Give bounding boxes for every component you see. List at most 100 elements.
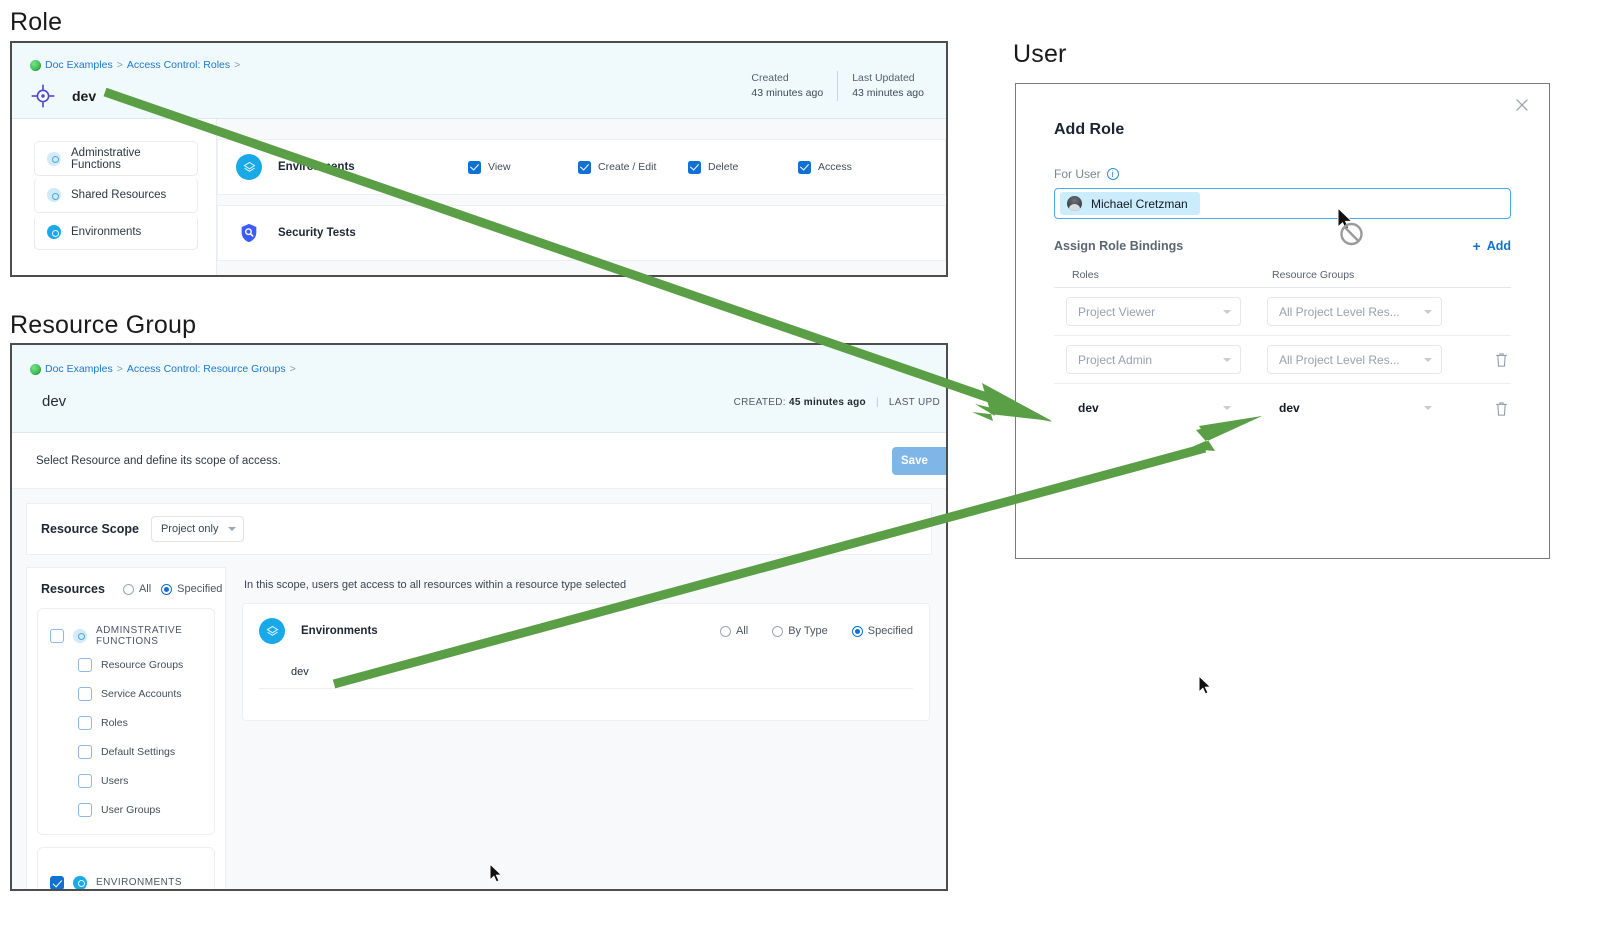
breadcrumb-section[interactable]: Access Control: Resource Groups xyxy=(126,363,286,375)
list-item[interactable]: Default Settings xyxy=(38,737,214,766)
updated-label: Last Updated xyxy=(852,72,915,84)
role-select[interactable]: dev xyxy=(1066,393,1241,423)
breadcrumb-sep-2: > xyxy=(289,363,296,375)
table-row[interactable]: Project Viewer All Project Level Res... xyxy=(1054,288,1511,336)
permission-access[interactable]: Access xyxy=(798,160,908,174)
sidebar-item-administrative-functions[interactable]: Adminstrative Functions xyxy=(34,141,198,176)
breadcrumb-root[interactable]: Doc Examples xyxy=(45,363,113,375)
role-sidebar: Adminstrative Functions Shared Resources… xyxy=(12,119,217,275)
checkbox-icon[interactable] xyxy=(50,628,64,643)
radio-icon[interactable] xyxy=(122,583,134,595)
plus-icon: + xyxy=(1472,238,1481,254)
resource-group-select[interactable]: All Project Level Res... xyxy=(1267,345,1442,374)
user-field[interactable]: Michael Cretzman xyxy=(1054,188,1511,219)
role-select[interactable]: Project Viewer xyxy=(1066,297,1241,326)
cursor-arrow-dialog xyxy=(1198,674,1212,695)
checkbox-icon[interactable] xyxy=(78,744,92,759)
checkbox-icon[interactable] xyxy=(468,160,481,174)
permission-create-edit[interactable]: Create / Edit xyxy=(578,160,688,174)
radio-label: Specified xyxy=(867,625,913,637)
list-item-label: Service Accounts xyxy=(101,687,182,700)
resource-group-label: ENVIRONMENTS xyxy=(96,877,182,888)
scope-item-dev: dev xyxy=(259,644,913,689)
role-value: Project Viewer xyxy=(1078,304,1156,319)
page-title: dev xyxy=(42,393,67,410)
updated-value: 43 minutes ago xyxy=(852,87,924,99)
list-item[interactable]: Roles xyxy=(38,708,214,737)
checkbox-icon[interactable] xyxy=(578,160,591,174)
resource-group-select[interactable]: All Project Level Res... xyxy=(1267,297,1442,326)
rg-subbar: Select Resource and define its scope of … xyxy=(12,433,946,489)
sidebar-item-environments[interactable]: Environments xyxy=(34,215,198,250)
resource-group-label: ADMINSTRATIVE FUNCTIONS xyxy=(96,624,183,647)
resources-option-all[interactable]: All xyxy=(122,583,151,595)
resource-group-header[interactable]: ENVIRONMENTS xyxy=(38,868,214,889)
list-item-label: Users xyxy=(101,774,129,787)
caption-role: Role xyxy=(10,8,63,36)
breadcrumb-sep: > xyxy=(116,363,123,375)
scope-option-specified[interactable]: Specified xyxy=(851,625,913,637)
checkbox-icon[interactable] xyxy=(798,160,811,174)
scope-option-all[interactable]: All xyxy=(719,625,748,637)
avatar xyxy=(1067,196,1082,211)
radio-icon[interactable] xyxy=(719,625,731,637)
chevron-down-icon xyxy=(228,527,237,531)
delete-icon[interactable] xyxy=(1494,351,1509,368)
save-button[interactable]: Save xyxy=(892,447,946,475)
breadcrumb-section[interactable]: Access Control: Roles xyxy=(126,59,231,71)
table-row[interactable]: Project Admin All Project Level Res... xyxy=(1054,336,1511,384)
delete-icon[interactable] xyxy=(1494,400,1509,417)
list-item[interactable]: Resource Groups xyxy=(38,650,214,679)
add-binding-button[interactable]: + Add xyxy=(1473,239,1512,253)
radio-icon[interactable] xyxy=(772,625,784,637)
list-item[interactable]: User Groups xyxy=(38,795,214,824)
checkbox-icon[interactable] xyxy=(78,657,92,672)
updated-label: LAST UPD xyxy=(888,397,940,408)
user-chip[interactable]: Michael Cretzman xyxy=(1060,192,1200,215)
role-select[interactable]: Project Admin xyxy=(1066,345,1241,374)
chevron-down-icon xyxy=(1424,357,1432,362)
resource-scope-select[interactable]: Project only xyxy=(150,516,245,542)
checkbox-icon[interactable] xyxy=(78,773,92,788)
resources-option-specified[interactable]: Specified xyxy=(161,583,222,595)
created-label: CREATED: xyxy=(733,397,786,408)
permission-row-security-tests[interactable]: Security Tests xyxy=(217,205,946,261)
project-leaf-icon xyxy=(30,59,41,71)
checkbox-icon-checked[interactable] xyxy=(50,875,64,889)
divider: | xyxy=(875,397,879,408)
role-timestamps: Created 43 minutes ago Last Updated 43 m… xyxy=(737,71,938,101)
crosshair-icon xyxy=(31,84,55,108)
resource-group-select[interactable]: dev xyxy=(1267,393,1442,423)
created-block: Created 43 minutes ago xyxy=(737,71,837,101)
checkbox-icon[interactable] xyxy=(78,715,92,730)
info-icon[interactable]: i xyxy=(1106,168,1119,180)
radio-icon-selected[interactable] xyxy=(161,583,173,595)
scope-option-by-type[interactable]: By Type xyxy=(772,625,828,637)
breadcrumb[interactable]: Doc Examples > Access Control: Resource … xyxy=(30,363,296,375)
permission-view[interactable]: View xyxy=(468,160,578,174)
breadcrumb-root[interactable]: Doc Examples xyxy=(45,59,113,71)
permission-row-environments[interactable]: Environments View Create / Edit Delete xyxy=(217,139,946,195)
list-item[interactable]: Service Accounts xyxy=(38,679,214,708)
resource-group-header[interactable]: ADMINSTRATIVE FUNCTIONS xyxy=(38,621,214,650)
checkbox-icon[interactable] xyxy=(688,160,701,174)
radio-icon-selected[interactable] xyxy=(851,625,863,637)
table-row[interactable]: dev dev xyxy=(1054,384,1511,432)
list-item[interactable]: Users xyxy=(38,766,214,795)
rg-header: Doc Examples > Access Control: Resource … xyxy=(12,345,946,433)
pale-dot-icon xyxy=(47,151,61,166)
checkbox-icon[interactable] xyxy=(78,686,92,701)
list-item-label: Default Settings xyxy=(101,745,176,758)
checkbox-icon[interactable] xyxy=(78,802,92,817)
permission-label: View xyxy=(488,161,511,173)
environments-icon xyxy=(236,154,262,180)
permission-delete[interactable]: Delete xyxy=(688,160,798,174)
breadcrumb[interactable]: Doc Examples > Access Control: Roles > xyxy=(30,59,240,71)
list-item-label: Roles xyxy=(101,716,128,729)
column-resource-groups: Resource Groups xyxy=(1272,269,1355,281)
permission-label: Access xyxy=(818,161,852,173)
sidebar-item-shared-resources[interactable]: Shared Resources xyxy=(34,178,198,213)
resources-title: Resources xyxy=(41,582,105,596)
close-icon[interactable] xyxy=(1513,96,1531,114)
permission-label: Create / Edit xyxy=(598,161,657,173)
